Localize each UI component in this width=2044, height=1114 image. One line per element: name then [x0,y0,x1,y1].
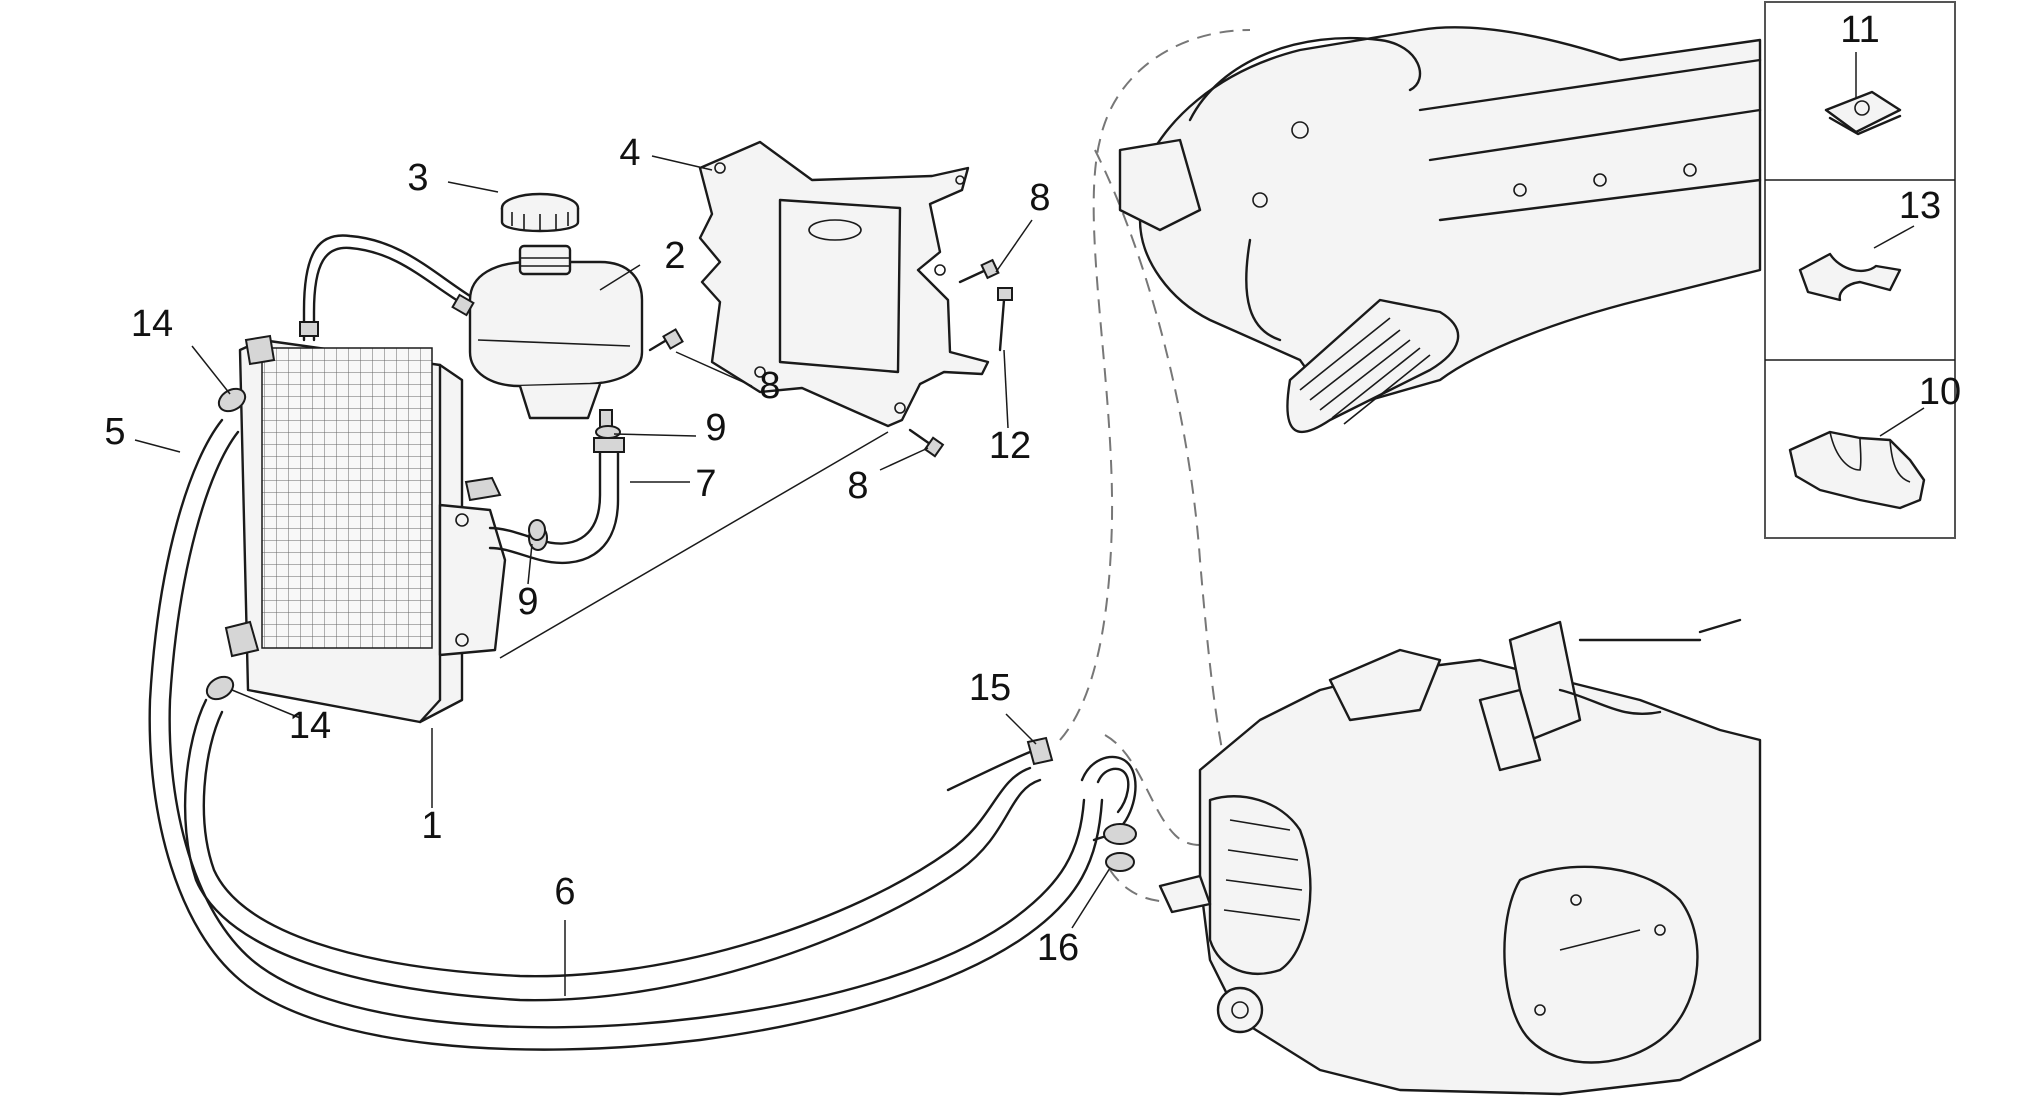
callout-10: 10 [1919,371,1961,413]
callout-16: 16 [1037,927,1079,969]
callout-14-upper: 14 [131,303,173,345]
clamp-14-lower [205,675,235,701]
expansion-tank [468,244,644,437]
engine-lower-view [1158,618,1762,1096]
engine-upper-view [1118,26,1762,434]
callout-9-upper: 9 [705,407,726,449]
callout-13: 13 [1899,185,1941,227]
expansion-tank-cap [500,192,580,233]
screw-12 [997,287,1013,352]
callout-2: 2 [664,235,685,277]
hose-outlet-16 [1080,755,1137,872]
radiator [224,334,507,724]
callout-8-lower: 8 [847,465,868,507]
callout-7: 7 [695,463,716,505]
callout-3: 3 [407,157,428,199]
holder-10 [1788,430,1926,510]
callout-9-lower: 9 [517,581,538,623]
callout-6: 6 [554,871,575,913]
callout-8-middle: 8 [759,365,780,407]
screw-8-middle [648,328,684,352]
callout-numbers: 1 2 3 4 5 6 7 8 8 8 9 9 10 11 12 13 14 1… [104,9,1961,969]
mounting-bracket [698,140,990,428]
clip-13 [1798,252,1902,302]
callout-leader-lines [134,52,1925,996]
hose-outlet-15 [946,736,1054,792]
hose-6 [183,698,1042,1002]
callout-12: 12 [989,425,1031,467]
overflow-hose [299,234,475,342]
screw-8-upper [958,258,1000,284]
clamp-9-lower [528,519,546,541]
callout-11: 11 [1840,9,1879,51]
callout-5: 5 [104,411,125,453]
callout-15: 15 [969,667,1011,709]
tank-outlet-hose [488,437,625,565]
callout-8-upper: 8 [1029,177,1050,219]
hose-5 [148,418,1104,1051]
callout-1: 1 [421,805,442,847]
clamp-9-upper [595,425,621,439]
screw-8-lower [908,428,945,458]
callout-4: 4 [619,132,640,174]
callout-14-lower: 14 [289,705,331,747]
